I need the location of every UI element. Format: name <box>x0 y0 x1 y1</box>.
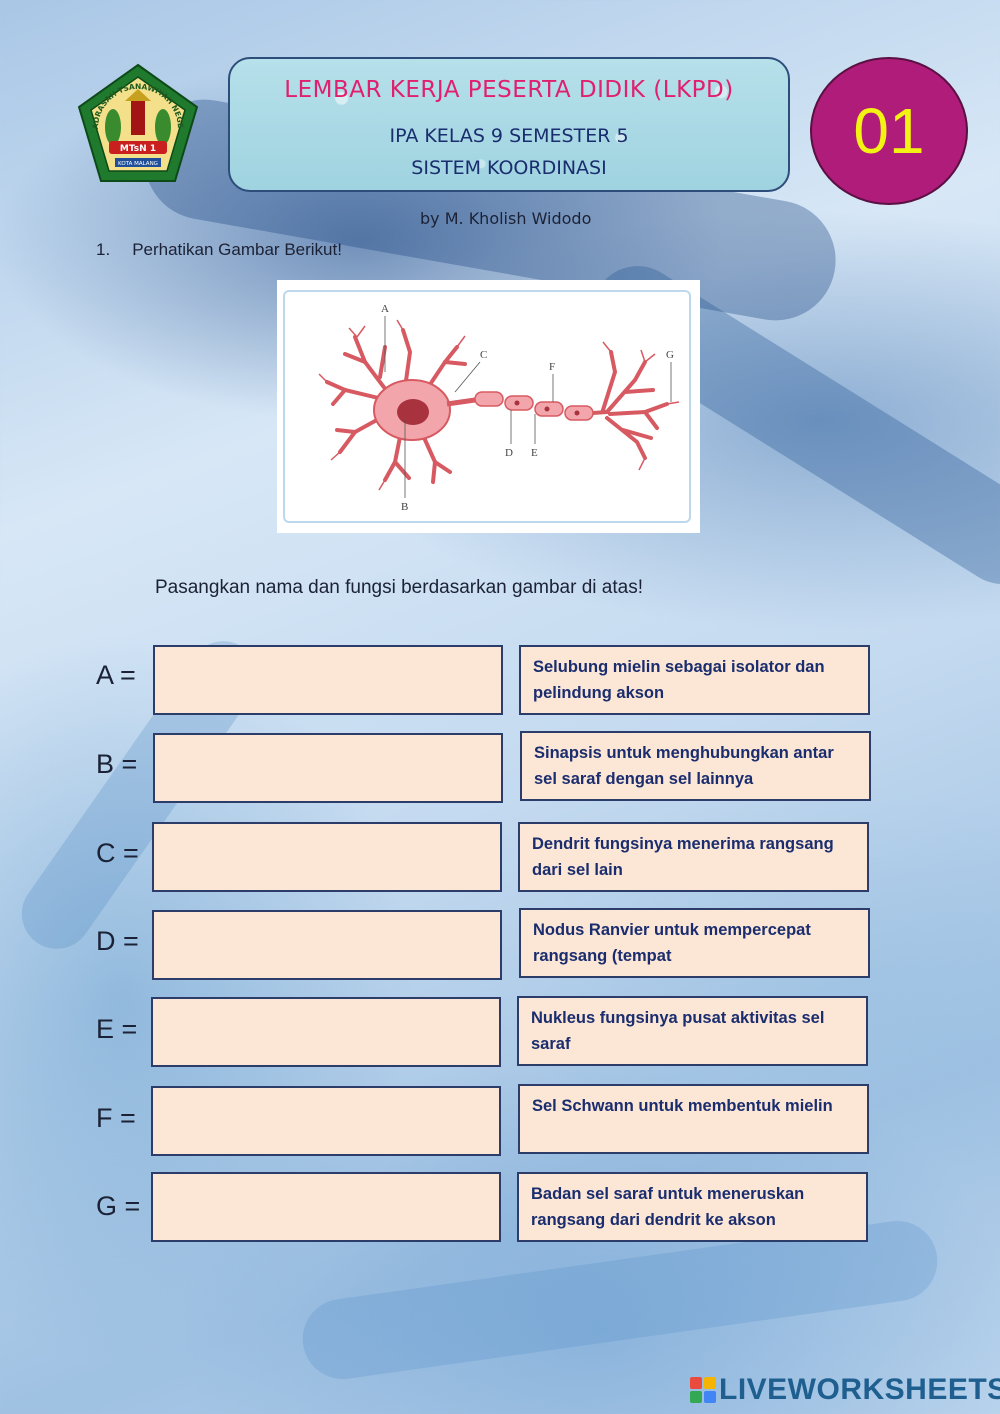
neuron-diagram-icon: A B C D E F G <box>285 292 689 521</box>
function-card[interactable]: Dendrit fungsinya menerima rangsang dari… <box>518 822 869 892</box>
row-label-f: F = <box>96 1103 136 1134</box>
worksheet-topic: SISTEM KOORDINASI <box>230 157 788 179</box>
row-label-d: D = <box>96 926 139 957</box>
figure-label-g: G <box>666 349 674 361</box>
author-credit: by M. Kholish Widodo <box>420 209 591 228</box>
answer-drop-box-g[interactable] <box>151 1172 501 1242</box>
worksheet-number-badge: 01 <box>810 57 968 205</box>
worksheet-subtitle: IPA KELAS 9 SEMESTER 5 <box>230 125 788 147</box>
worksheet-number: 01 <box>853 94 924 168</box>
figure-label-c: C <box>480 349 487 361</box>
row-label-e: E = <box>96 1014 137 1045</box>
row-label-g: G = <box>96 1191 140 1222</box>
figure-label-f: F <box>549 361 555 373</box>
madrasah-emblem-icon: MADRASAH TSANAWIYAH NEGERI MTsN 1 KOTA M… <box>73 63 203 185</box>
instruction-text: Pasangkan nama dan fungsi berdasarkan ga… <box>155 577 643 599</box>
answer-drop-box-a[interactable] <box>153 645 503 715</box>
answer-drop-box-d[interactable] <box>152 910 502 980</box>
figure-label-a: A <box>381 303 389 315</box>
function-card[interactable]: Sinapsis untuk menghubungkan antar sel s… <box>520 731 871 801</box>
answer-drop-box-c[interactable] <box>152 822 502 892</box>
row-label-b: B = <box>96 749 137 780</box>
brand-name: LIVEWORKSHEETS <box>719 1373 1000 1407</box>
function-card[interactable]: Sel Schwann untuk membentuk mielin <box>518 1084 869 1154</box>
answer-drop-box-e[interactable] <box>151 997 501 1067</box>
answer-drop-box-f[interactable] <box>151 1086 501 1156</box>
figure-label-b: B <box>401 501 408 513</box>
figure-label-d: D <box>505 447 513 459</box>
question-text: Perhatikan Gambar Berikut! <box>132 240 342 259</box>
figure-frame: A B C D E F G <box>283 290 691 523</box>
worksheet-header: LEMBAR KERJA PESERTA DIDIK (LKPD) IPA KE… <box>228 57 790 192</box>
row-label-c: C = <box>96 838 139 869</box>
question-prompt: 1. Perhatikan Gambar Berikut! <box>96 240 342 260</box>
liveworksheets-logo-icon <box>690 1377 716 1403</box>
figure-label-e: E <box>531 447 538 459</box>
logo-ribbon-text: MTsN 1 <box>120 144 156 154</box>
function-card[interactable]: Badan sel saraf untuk meneruskan rangsan… <box>517 1172 868 1242</box>
answer-drop-box-b[interactable] <box>153 733 503 803</box>
liveworksheets-brand[interactable]: LIVEWORKSHEETS <box>690 1374 1000 1406</box>
function-card[interactable]: Selubung mielin sebagai isolator dan pel… <box>519 645 870 715</box>
logo-city-text: KOTA MALANG <box>118 161 158 167</box>
function-card[interactable]: Nodus Ranvier untuk mempercepat rangsang… <box>519 908 870 978</box>
worksheet-title: LEMBAR KERJA PESERTA DIDIK (LKPD) <box>230 77 788 103</box>
row-label-a: A = <box>96 660 136 691</box>
question-number: 1. <box>96 240 110 259</box>
neuron-figure: A B C D E F G <box>277 280 700 533</box>
function-card[interactable]: Nukleus fungsinya pusat aktivitas sel sa… <box>517 996 868 1066</box>
